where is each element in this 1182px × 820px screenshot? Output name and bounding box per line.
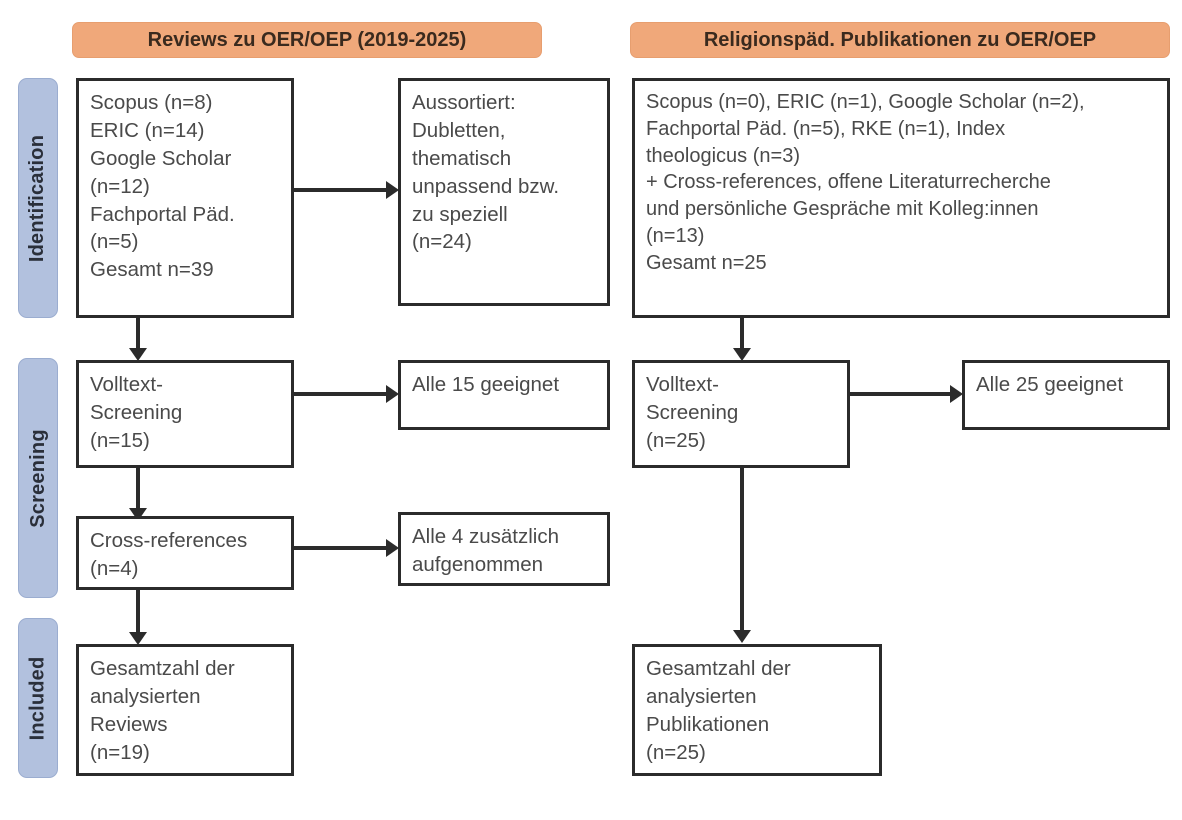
phase-label-identification-text: Identification — [26, 134, 49, 262]
box-religionspaed-screening-result: Alle 25 geeignet — [962, 360, 1170, 430]
connector-reviews-crossrefs-to-included — [136, 590, 140, 636]
phase-label-identification: Identification — [18, 78, 58, 318]
box-religionspaed-screening: Volltext- Screening (n=25) — [632, 360, 850, 468]
arrowhead-reviews-identification-to-excluded — [386, 181, 399, 199]
connector-religionspaed-identification-to-screening — [740, 318, 744, 350]
arrowhead-religionspaed-screening-to-included — [733, 630, 751, 643]
box-religionspaed-included: Gesamtzahl der analysierten Publikatione… — [632, 644, 882, 776]
connector-reviews-identification-to-excluded — [294, 188, 386, 192]
connector-reviews-screening-to-crossrefs — [136, 468, 140, 512]
phase-label-screening-text: Screening — [26, 428, 49, 528]
phase-label-included-text: Included — [26, 656, 49, 740]
box-reviews-excluded: Aussortiert: Dubletten, thematisch unpas… — [398, 78, 610, 306]
box-reviews-crossrefs: Cross-references (n=4) — [76, 516, 294, 590]
connector-reviews-screening-to-result — [294, 392, 386, 396]
connector-religionspaed-screening-to-result — [850, 392, 950, 396]
arrowhead-reviews-crossrefs-to-result — [386, 539, 399, 557]
arrowhead-reviews-crossrefs-to-included — [129, 632, 147, 645]
arrowhead-religionspaed-identification-to-screening — [733, 348, 751, 361]
arrowhead-religionspaed-screening-to-result — [950, 385, 963, 403]
connector-religionspaed-screening-to-included — [740, 468, 744, 634]
column-header-reviews: Reviews zu OER/OEP (2019-2025) — [72, 22, 542, 58]
box-religionspaed-identification: Scopus (n=0), ERIC (n=1), Google Scholar… — [632, 78, 1170, 318]
phase-label-screening: Screening — [18, 358, 58, 598]
column-header-religionspaed: Religionspäd. Publikationen zu OER/OEP — [630, 22, 1170, 58]
arrowhead-reviews-identification-to-screening — [129, 348, 147, 361]
arrowhead-reviews-screening-to-result — [386, 385, 399, 403]
connector-reviews-crossrefs-to-result — [294, 546, 386, 550]
box-reviews-screening-result: Alle 15 geeignet — [398, 360, 610, 430]
phase-label-included: Included — [18, 618, 58, 778]
box-reviews-included: Gesamtzahl der analysierten Reviews (n=1… — [76, 644, 294, 776]
box-reviews-screening: Volltext- Screening (n=15) — [76, 360, 294, 468]
box-reviews-crossrefs-result: Alle 4 zusätzlich aufgenommen — [398, 512, 610, 586]
connector-reviews-identification-to-screening — [136, 318, 140, 350]
box-reviews-identification: Scopus (n=8) ERIC (n=14) Google Scholar … — [76, 78, 294, 318]
